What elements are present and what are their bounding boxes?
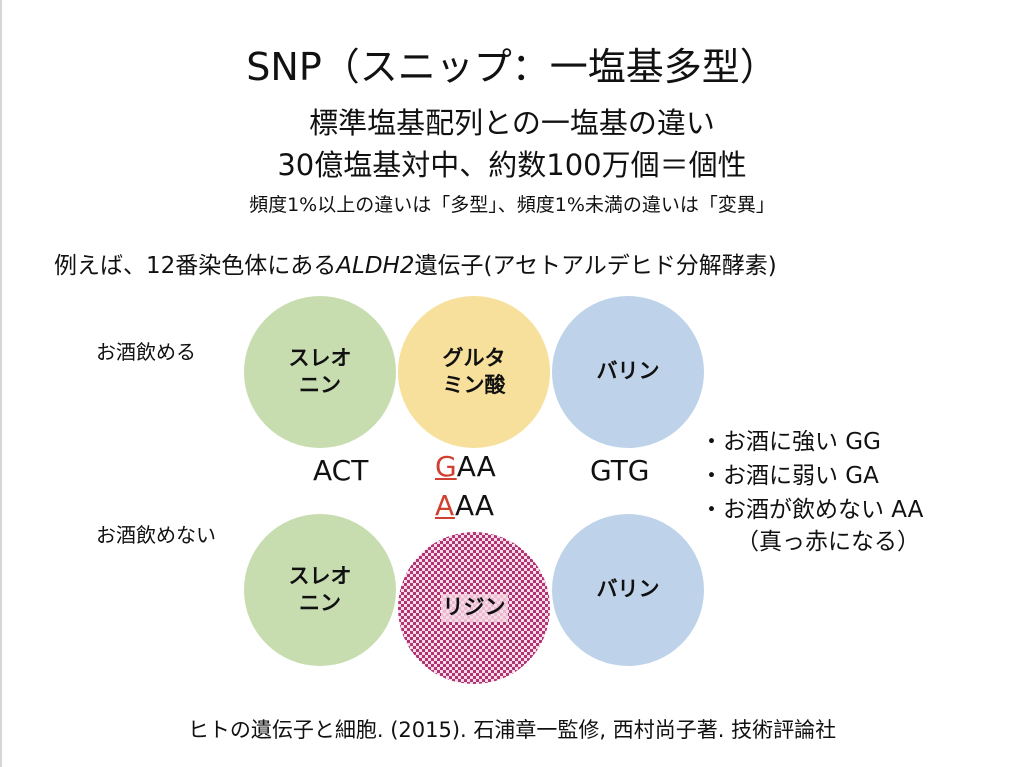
codon-rest: AA: [454, 489, 495, 522]
amino-acid-label: スレオ: [288, 563, 352, 588]
amino-acid-circle-valine: バリン: [552, 514, 704, 666]
slide-edge: [0, 0, 2, 767]
codon-variant-a: AAA: [435, 489, 494, 522]
subtitle-line-3: 頻度1%以上の違いは「多型」、頻度1%未満の違いは「変異」: [249, 194, 775, 216]
nondrinker-label: お酒飲めない: [96, 523, 216, 547]
note-cannot-drink: ・お酒が飲めない AA: [700, 497, 924, 523]
example-line: 例えば、12番染色体にあるALDH2遺伝子(アセトアルデヒド分解酵素): [54, 246, 777, 280]
amino-acid-circle-threonine: スレオ ニン: [244, 514, 396, 666]
amino-acid-circle-glutamic-acid: グルタ ミン酸: [398, 296, 550, 448]
amino-acid-label: リジン: [442, 595, 506, 620]
amino-acid-circle-threonine: スレオ ニン: [244, 296, 396, 448]
amino-acid-label: ミン酸: [442, 373, 506, 397]
codon-rest: AA: [456, 450, 496, 483]
amino-acid-label: ニン: [299, 373, 341, 397]
note-weak: ・お酒に弱い GA: [700, 463, 879, 489]
example-prefix: 例えば、12番染色体にある: [54, 253, 337, 279]
amino-acid-circle-valine: バリン: [552, 296, 704, 448]
amino-acid-label: バリン: [596, 359, 660, 384]
note-strong: ・お酒に強い GG: [700, 429, 881, 455]
codon-variant-g: GAA: [435, 450, 496, 483]
amino-acid-circle-lysine: リジン: [398, 532, 550, 684]
note-flush: （真っ赤になる）: [736, 529, 920, 555]
mutation-base: G: [435, 450, 457, 483]
mutation-base: A: [435, 489, 455, 522]
amino-acid-label: グルタ: [442, 345, 506, 370]
slide-title: SNP（スニップ：一塩基多型）: [246, 45, 778, 89]
drinker-label: お酒飲める: [96, 340, 196, 364]
example-suffix: 遺伝子(アセトアルデヒド分解酵素): [414, 253, 777, 279]
codon-valine: GTG: [590, 454, 650, 487]
amino-acid-label: バリン: [596, 577, 660, 602]
example-gene: ALDH2: [336, 253, 415, 279]
subtitle-line-2: 30億塩基対中、約数100万個＝個性: [277, 148, 747, 182]
subtitle-line-1: 標準塩基配列との一塩基の違い: [309, 106, 715, 140]
codon-threonine: ACT: [313, 454, 369, 487]
amino-acid-label: スレオ: [288, 345, 352, 370]
citation: ヒトの遺伝子と細胞. (2015). 石浦章一監修, 西村尚子著. 技術評論社: [187, 718, 837, 742]
amino-acid-label: ニン: [299, 591, 341, 615]
